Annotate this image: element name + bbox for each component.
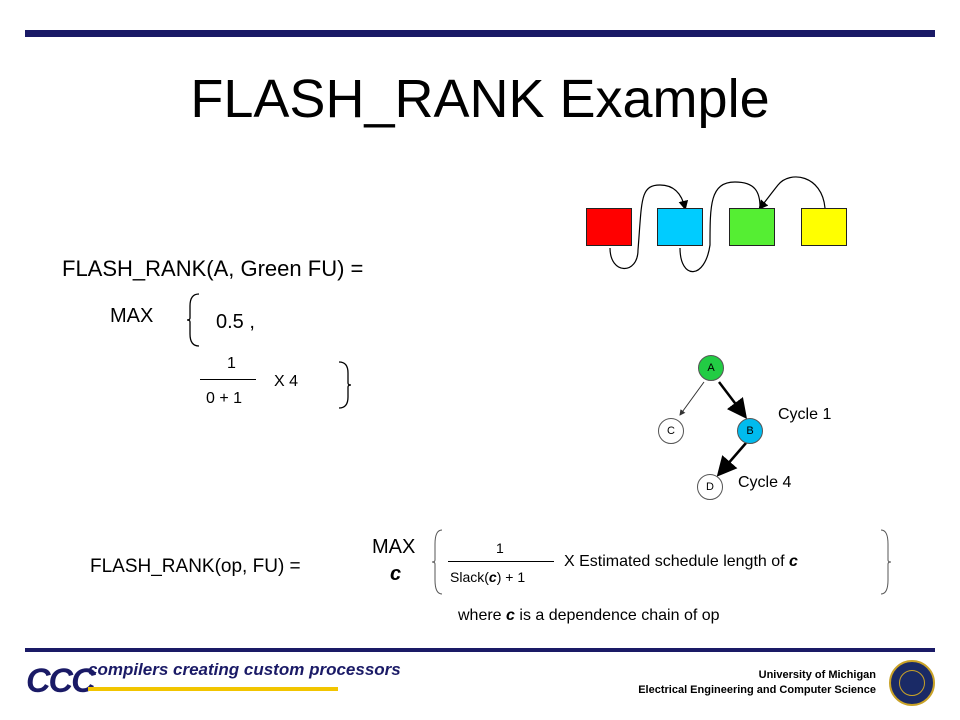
university-seal-icon [889,660,935,706]
node-b: B [737,418,763,444]
formula-max-sub: c [390,563,402,585]
formula-right-brace [880,529,892,595]
fu-arrows [609,176,826,273]
tagline-underline [88,687,338,691]
cycle-d-label: Cycle 4 [738,474,792,491]
cycle-b-label: Cycle 1 [778,406,832,423]
fu-yellow [801,208,847,246]
node-c: C [658,418,684,444]
bottom-rule [25,648,935,652]
formula-denominator: Slack(c) + 1 [450,569,526,585]
node-d: D [697,474,723,500]
formula-numerator: 1 [496,540,504,556]
example-first-term: 0.5 , [216,311,255,333]
example-times: X 4 [274,373,299,390]
formula-lhs: FLASH_RANK(op, FU) = [90,556,301,577]
fu-blue [657,208,703,246]
top-rule [25,30,935,37]
formula-times: X Estimated schedule length of c [564,553,798,570]
left-brace [186,293,200,347]
graph-edges [679,381,748,477]
example-lhs: FLASH_RANK(A, Green FU) = [62,256,364,281]
formula-left-brace [431,529,443,595]
formula-max: MAX [372,536,416,558]
slide-title: FLASH_RANK Example [190,69,770,129]
fu-red [586,208,632,246]
footer-university: University of Michigan [758,669,876,681]
node-a: A [698,355,724,381]
example-denominator: 0 + 1 [206,390,243,407]
right-brace [338,361,352,409]
example-max: MAX [110,305,154,327]
formula-where: where c is a dependence chain of op [458,607,720,624]
fu-green [729,208,775,246]
footer-logo: CCC [26,662,96,700]
footer-department: Electrical Engineering and Computer Scie… [638,684,876,696]
example-fraction-line [200,379,256,380]
footer-tagline: compilers creating custom processors [88,660,401,679]
example-numerator: 1 [227,355,236,372]
formula-fraction-line [448,561,554,562]
